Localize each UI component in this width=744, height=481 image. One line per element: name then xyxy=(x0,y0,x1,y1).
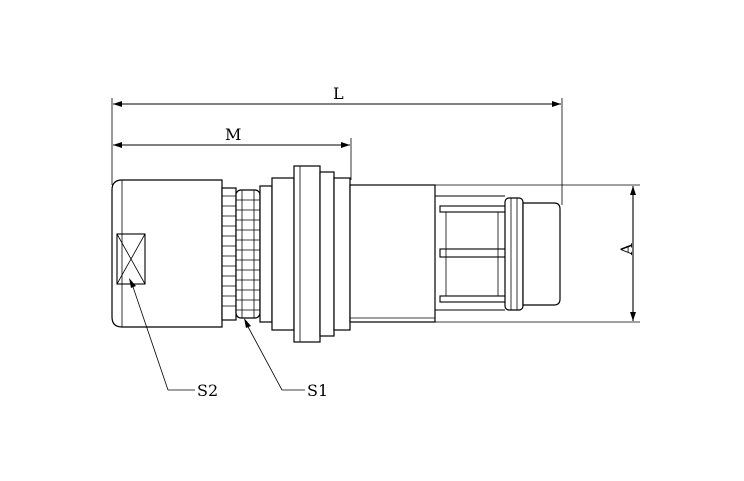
callout-s2: S2 xyxy=(129,278,218,400)
collar xyxy=(259,185,273,323)
thread-section xyxy=(221,187,237,321)
flange-back xyxy=(333,177,351,331)
collar-step xyxy=(271,177,295,331)
rear-insulator xyxy=(522,202,561,306)
front-cap xyxy=(111,179,223,328)
dimension-l: L xyxy=(111,84,563,205)
main-housing xyxy=(349,184,436,323)
knurled-nut xyxy=(235,189,261,319)
panel-flange xyxy=(293,165,321,343)
callout-s2-label: S2 xyxy=(197,381,218,400)
callout-s1-label: S1 xyxy=(307,381,328,400)
dimension-m-label: M xyxy=(225,125,241,144)
crimp-sleeve xyxy=(504,197,524,311)
dimension-a-label: A xyxy=(617,243,636,256)
rear-contacts xyxy=(435,195,511,311)
callout-s1: S1 xyxy=(244,318,328,400)
dimension-l-label: L xyxy=(333,84,344,103)
flange-ring xyxy=(319,171,335,337)
connector-body xyxy=(111,165,561,343)
dimension-m: M xyxy=(113,125,352,180)
dimension-a: A xyxy=(435,184,640,323)
thread-lines xyxy=(222,195,236,307)
